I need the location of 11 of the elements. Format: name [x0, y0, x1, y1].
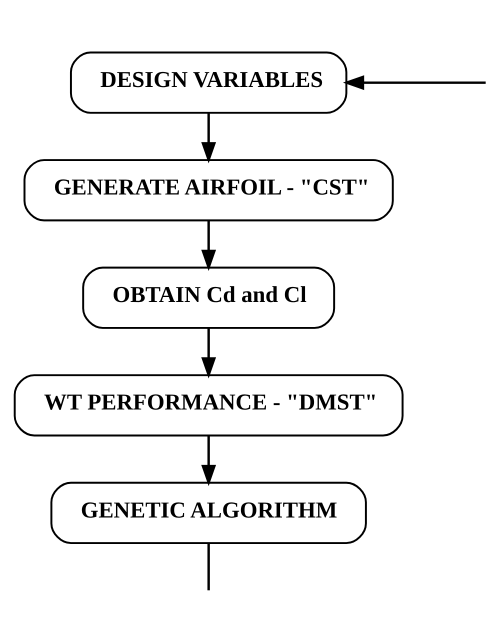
node-box: GENETIC ALGORITHM — [50, 482, 367, 544]
arrow — [342, 75, 486, 90]
arrow — [201, 436, 216, 486]
node-box: OBTAIN Cd and Cl — [82, 266, 336, 329]
connector — [207, 543, 210, 590]
arrow — [201, 113, 216, 164]
arrow — [201, 220, 216, 271]
arrow — [201, 328, 216, 379]
node-box: DESIGN VARIABLES — [70, 52, 348, 114]
node-box: GENERATE AIRFOIL - "CST" — [24, 159, 394, 222]
node-box: WT PERFORMANCE - "DMST" — [14, 374, 404, 436]
